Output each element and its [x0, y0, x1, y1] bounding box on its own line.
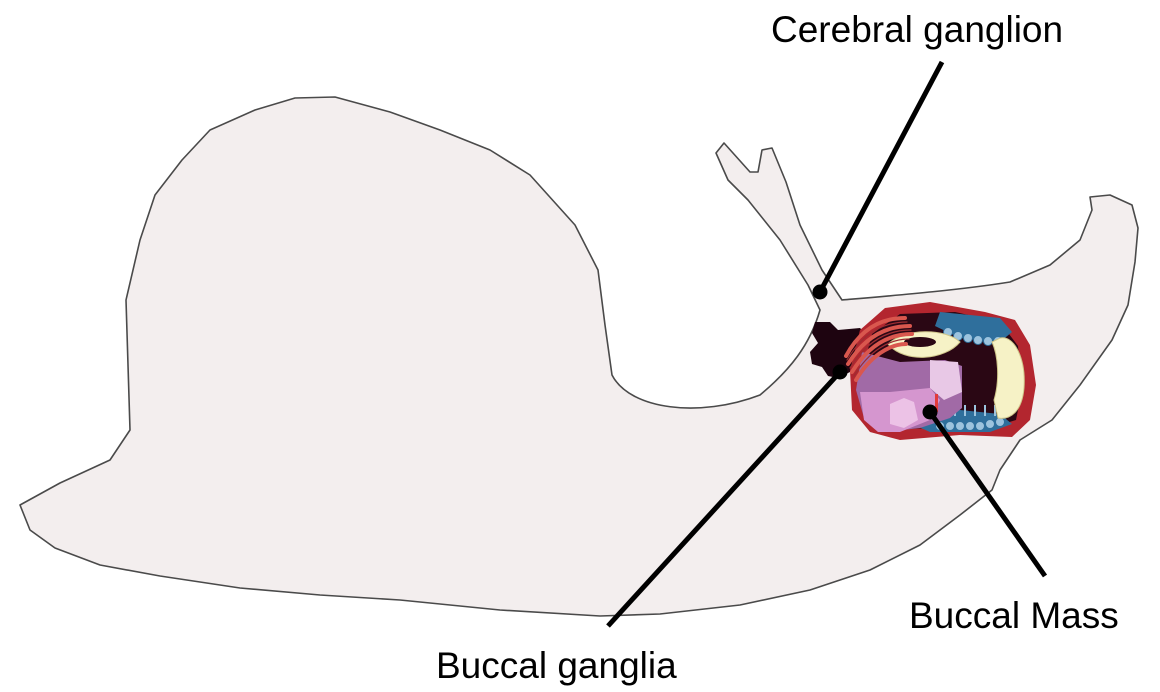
buccal-ganglia-dot — [833, 365, 848, 380]
buccal-mass-dot — [923, 405, 938, 420]
label-cerebral-ganglion: Cerebral ganglion — [771, 9, 1063, 50]
label-buccal-ganglia: Buccal ganglia — [436, 645, 677, 686]
cerebral-ganglion-leader — [820, 62, 942, 292]
buccal-mass-illustration — [846, 302, 1036, 440]
label-buccal-mass: Buccal Mass — [909, 595, 1119, 636]
